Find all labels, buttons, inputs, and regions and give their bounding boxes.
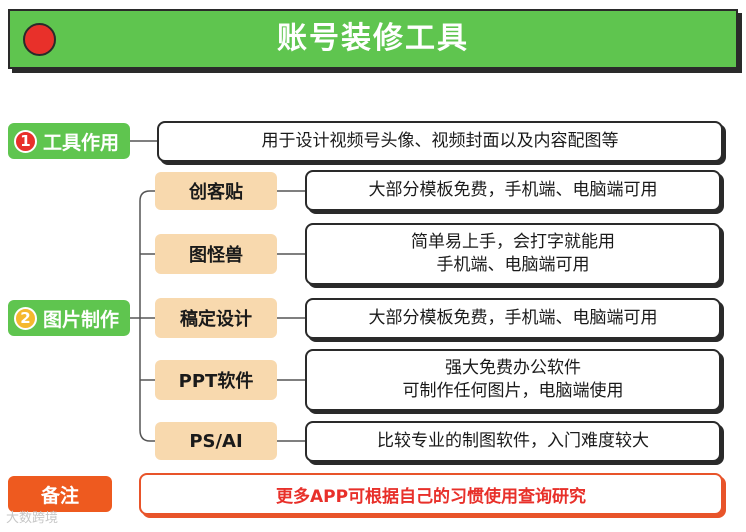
note-text: 更多APP可根据自己的习惯使用查询研究: [275, 486, 587, 507]
section2-label-text: 图片制作: [43, 308, 120, 331]
tool-box-psai: PS/AI: [155, 422, 277, 460]
number-1-badge: 1: [14, 129, 37, 153]
note-label: 备注: [8, 476, 112, 512]
number-2-badge: 2: [14, 306, 37, 330]
tool-box-gaoding: 稿定设计: [155, 298, 277, 338]
tool-description-line: 比较专业的制图软件，入门难度较大: [377, 431, 649, 451]
tool-box-chuangketie: 创客贴: [155, 172, 277, 210]
tool-description-line: 简单易上手，会打字就能用: [411, 232, 615, 252]
tool-description-line: 大部分模板免费，手机端、电脑端可用: [368, 180, 658, 200]
title-banner: 账号装修工具: [8, 9, 738, 69]
tool-name: PPT软件: [178, 371, 254, 392]
tool-name: PS/AI: [189, 430, 243, 452]
red-circle-icon: [23, 23, 56, 56]
watermark: 大数跨境: [6, 511, 59, 526]
section1-label: 1 工具作用: [8, 123, 130, 159]
page-title: 账号装修工具: [277, 21, 469, 56]
tool-name: 创客贴: [189, 182, 243, 203]
section1-description-box: 用于设计视频号头像、视频封面以及内容配图等: [157, 121, 723, 162]
connector-section2-spine: [139, 190, 155, 442]
tool-description-box: 大部分模板免费，手机端、电脑端可用: [305, 298, 721, 339]
section2-label: 2 图片制作: [8, 300, 130, 336]
note-box: 更多APP可根据自己的习惯使用查询研究: [139, 473, 723, 515]
tool-name: 稿定设计: [180, 309, 252, 330]
tool-description-line: 可制作任何图片，电脑端使用: [402, 381, 624, 401]
note-label-text: 备注: [40, 484, 79, 507]
section1-label-text: 工具作用: [43, 131, 120, 154]
tool-description-box: 强大免费办公软件 可制作任何图片，电脑端使用: [305, 349, 721, 411]
tool-description-line: 大部分模板免费，手机端、电脑端可用: [368, 308, 658, 328]
tool-description-line: 手机端、电脑端可用: [436, 255, 590, 275]
tool-name: 图怪兽: [189, 245, 243, 266]
tool-description-box: 比较专业的制图软件，入门难度较大: [305, 421, 721, 462]
tool-description-box: 大部分模板免费，手机端、电脑端可用: [305, 170, 721, 211]
tool-description-box: 简单易上手，会打字就能用 手机端、电脑端可用: [305, 223, 721, 285]
section1-description: 用于设计视频号头像、视频封面以及内容配图等: [261, 131, 619, 151]
tool-description-line: 强大免费办公软件: [445, 358, 581, 378]
tool-box-ppt: PPT软件: [155, 360, 277, 400]
tool-box-tuguaishou: 图怪兽: [155, 234, 277, 274]
